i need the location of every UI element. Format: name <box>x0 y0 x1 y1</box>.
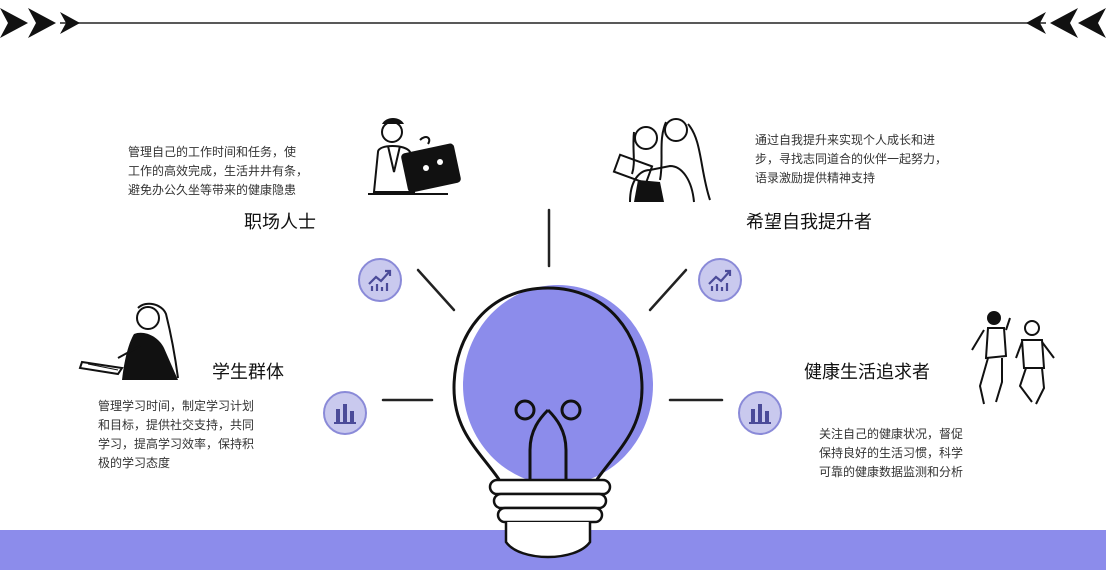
persona-description-student: 管理学习时间，制定学习计划 和目标，提供社交支持，共同 学习，提高学习效率，保持… <box>98 399 255 470</box>
persona-title-student: 学生群体 <box>212 362 284 383</box>
badge-health-seeker <box>738 391 782 435</box>
persona-title-professional: 职场人士 <box>244 212 316 233</box>
person-at-laptop-icon <box>368 118 461 195</box>
bar-chart-icon <box>749 404 771 424</box>
badge-student <box>323 391 367 435</box>
two-people-exercising-icon <box>971 311 1055 405</box>
right-arrow-ornament-icon <box>1026 8 1106 38</box>
persona-title-self-improver: 希望自我提升者 <box>746 212 872 233</box>
badge-self-improver <box>698 258 742 302</box>
student-studying-icon <box>78 302 179 380</box>
persona-description-health-seeker: 关注自己的健康状况，督促 保持良好的生活习惯，科学 可靠的健康数据监测和分析 <box>819 427 964 479</box>
top-decorative-line <box>0 8 1106 38</box>
two-women-reading-icon <box>612 118 711 203</box>
persona-description-self-improver: 通过自我提升来实现个人成长和进 步，寻找志同道合的伙伴一起努力， 语录激励提供精… <box>755 133 948 185</box>
badge-professional <box>358 258 402 302</box>
bar-chart-icon <box>334 404 356 424</box>
lightbulb-icon <box>452 285 653 559</box>
persona-title-health-seeker: 健康生活追求者 <box>804 362 930 383</box>
line-chart-icon <box>368 269 392 291</box>
left-arrow-ornament-icon <box>0 8 80 38</box>
persona-description-professional: 管理自己的工作时间和任务，使 工作的高效完成，生活井井有条， 避免办公久坐等带来… <box>128 145 309 197</box>
line-chart-icon <box>708 269 732 291</box>
